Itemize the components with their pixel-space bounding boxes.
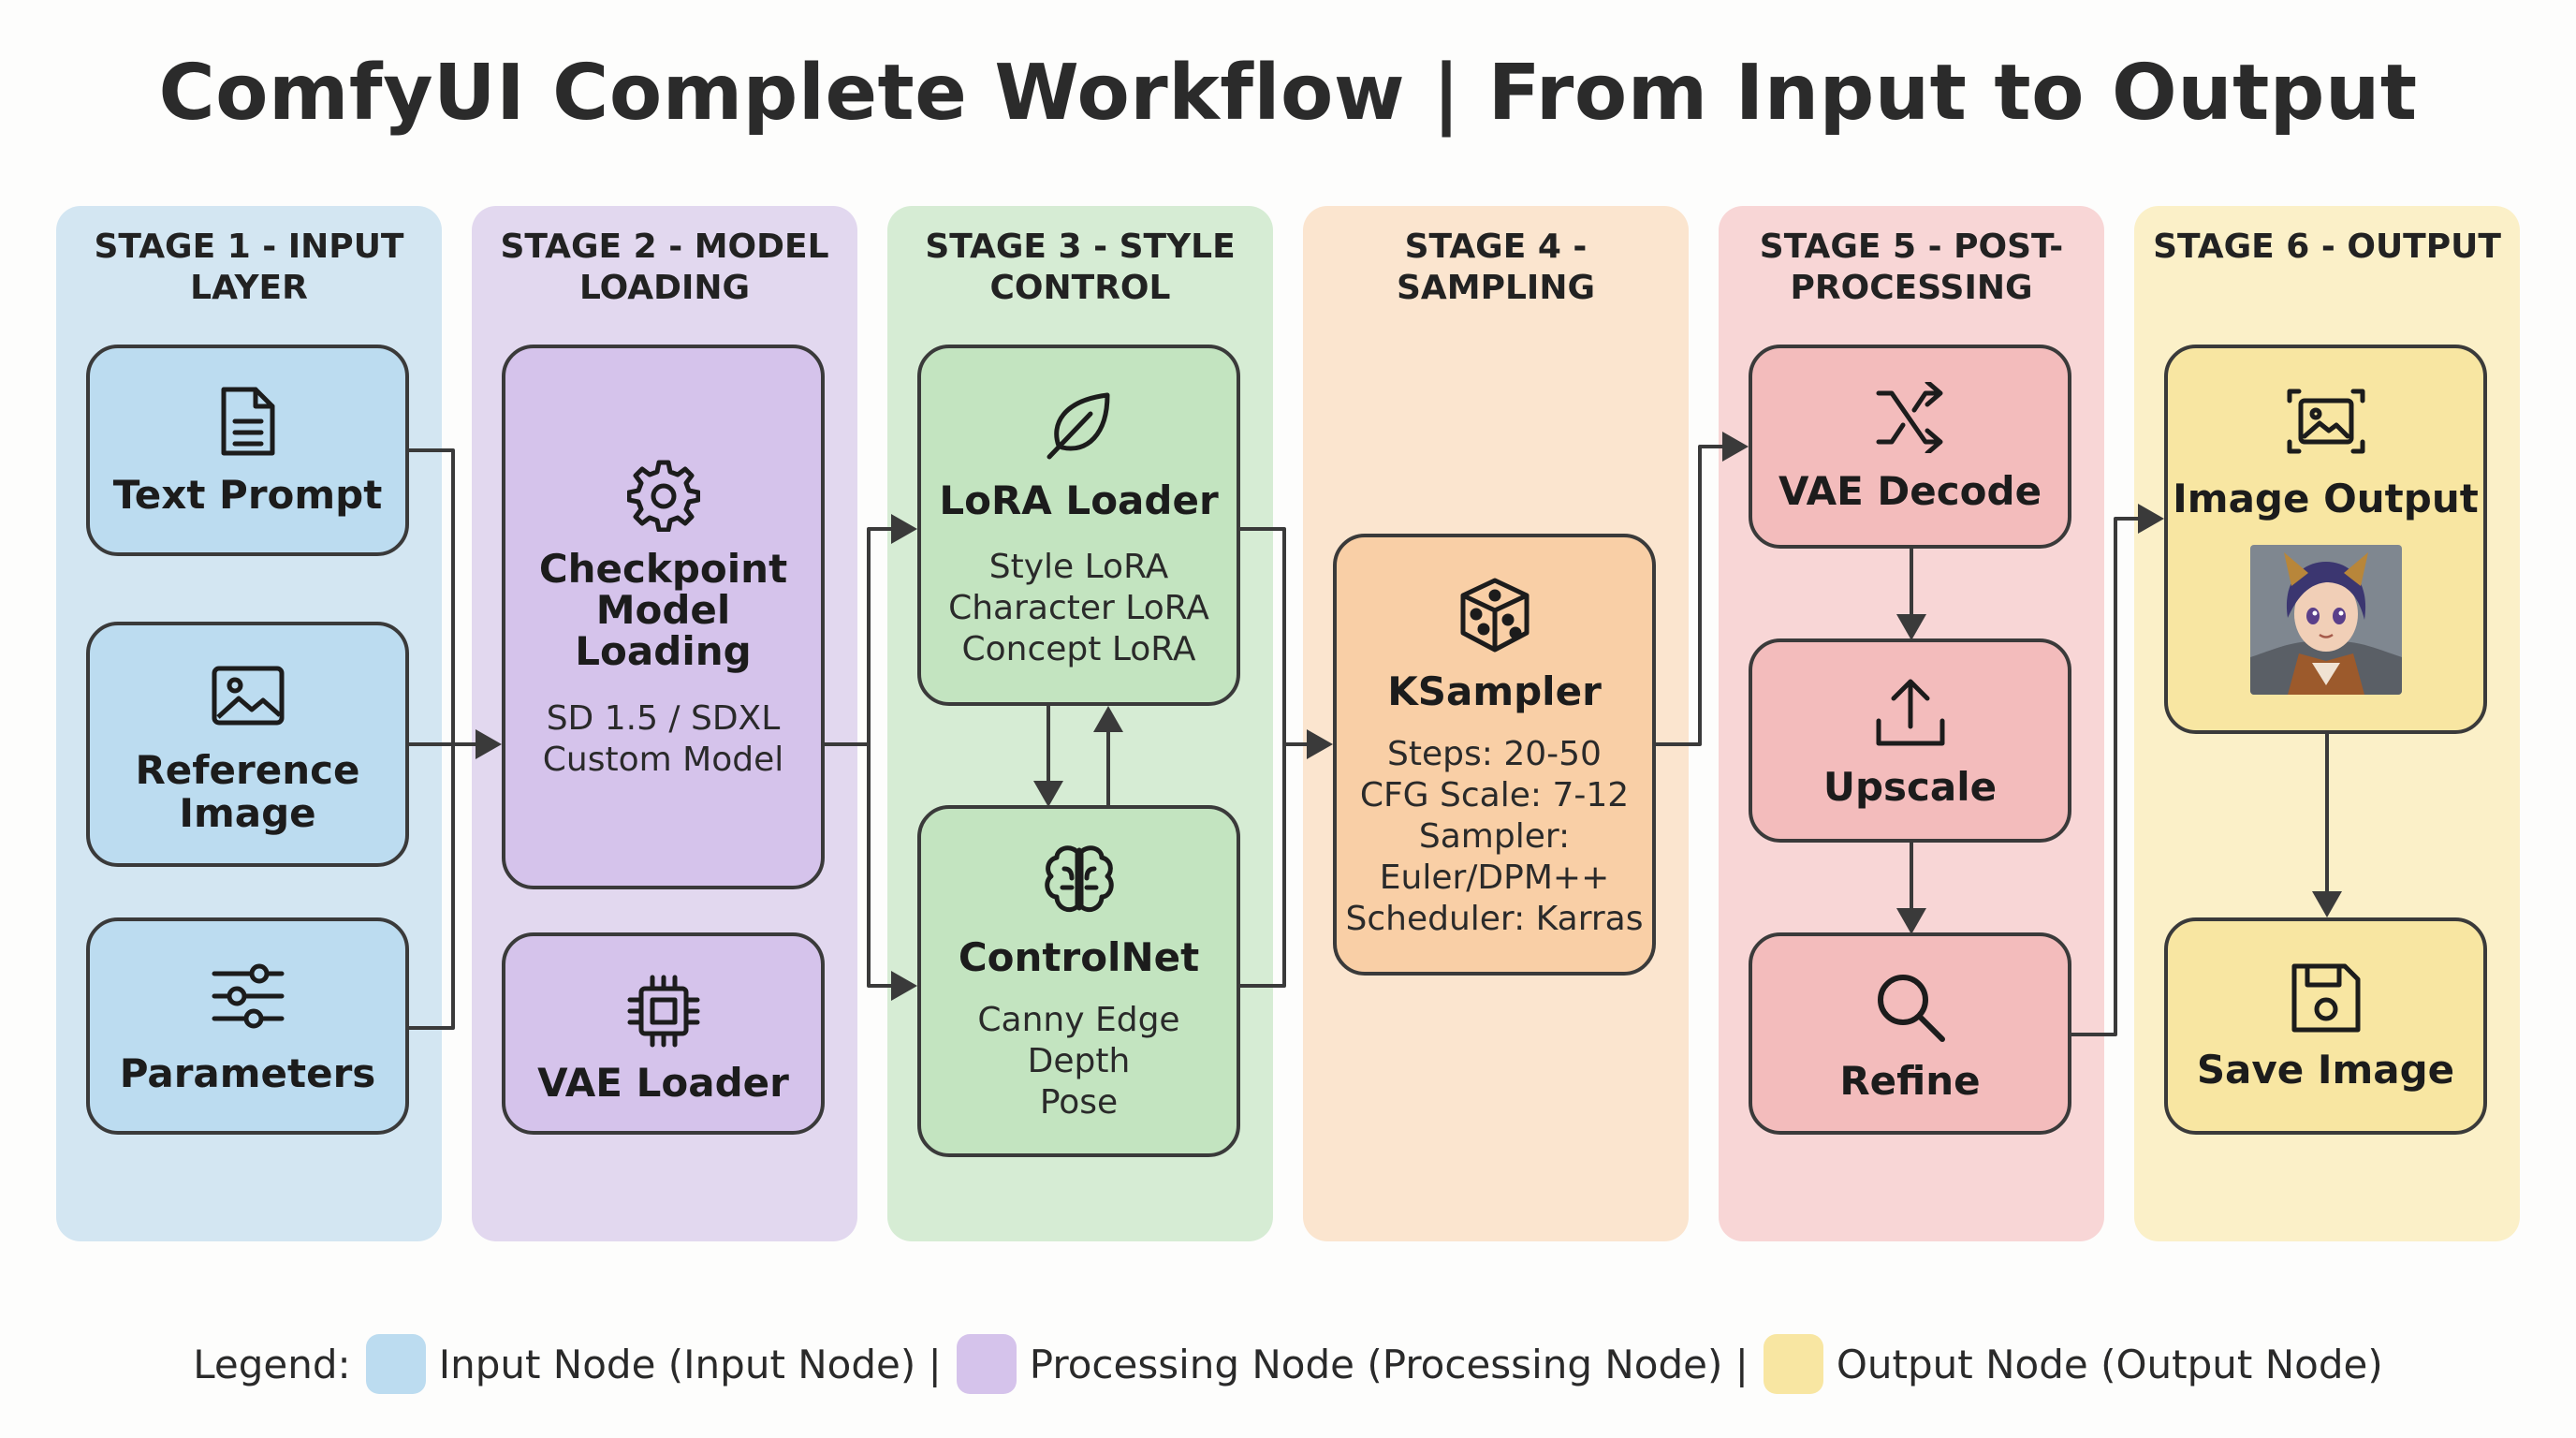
floppy-icon — [2291, 962, 2362, 1034]
controlnet-line-3: Pose — [1039, 1083, 1119, 1122]
search-icon — [1873, 970, 1948, 1045]
lora-line-1: Style LoRA — [988, 548, 1169, 586]
leaf-icon — [1042, 388, 1117, 462]
output-thumbnail — [2249, 545, 2402, 695]
image-output-node[interactable]: Image Output — [2164, 345, 2487, 734]
vae-decode-title: VAE Decode — [1778, 468, 2042, 514]
connector-controlnet-out — [1238, 744, 1286, 988]
gear-icon — [626, 459, 700, 532]
controlnet-title: ControlNet — [958, 934, 1200, 980]
checkpoint-model-loading-node[interactable]: Checkpoint Model Loading SD 1.5 / SDXL C… — [502, 345, 825, 889]
ksampler-line-1: Steps: 20-50 — [1387, 735, 1602, 773]
connector-to-vae-decode — [1654, 432, 1749, 746]
refine-title: Refine — [1839, 1058, 1981, 1104]
ksampler-line-5: Scheduler: Karras — [1345, 900, 1644, 938]
reference-image-title: Reference Image — [135, 747, 360, 836]
chip-icon — [626, 974, 701, 1049]
brain-icon — [1042, 844, 1117, 916]
connector-text-prompt — [407, 448, 455, 744]
lora-loader-title: LoRA Loader — [939, 477, 1219, 523]
connector-to-image-output — [2070, 504, 2164, 1036]
connector-to-controlnet — [867, 744, 917, 1001]
connector-lora-out — [1238, 527, 1286, 744]
stage-1-header: STAGE 1 - INPUT LAYER — [94, 227, 404, 307]
legend-processing-swatch — [956, 1334, 1017, 1394]
save-image-node[interactable]: Save Image — [2164, 917, 2487, 1135]
lora-line-3: Concept LoRA — [961, 630, 1196, 668]
shuffle-icon — [1873, 382, 1948, 453]
stage-3-header: STAGE 3 - STYLE CONTROL — [925, 227, 1236, 307]
sliders-icon — [211, 962, 285, 1030]
checkpoint-title: Checkpoint Model Loading — [538, 546, 788, 674]
text-prompt-title: Text Prompt — [112, 472, 383, 518]
document-icon — [218, 386, 278, 457]
legend-output-swatch — [1763, 1334, 1823, 1394]
upscale-node[interactable]: Upscale — [1749, 638, 2071, 843]
controlnet-line-2: Depth — [1027, 1042, 1131, 1080]
legend-input-swatch — [365, 1334, 426, 1394]
legend-prefix: Legend: — [193, 1341, 351, 1387]
connector-parameters — [407, 744, 455, 1030]
reference-image-node[interactable]: Reference Image — [86, 622, 409, 867]
checkpoint-line-1: SD 1.5 / SDXL — [546, 699, 781, 738]
controlnet-line-1: Canny Edge — [977, 1001, 1180, 1039]
checkpoint-line-2: Custom Model — [542, 741, 784, 779]
save-image-title: Save Image — [2196, 1047, 2455, 1093]
upload-icon — [1873, 678, 1948, 749]
lora-loader-node[interactable]: LoRA Loader Style LoRA Character LoRA Co… — [917, 345, 1240, 706]
lora-line-2: Character LoRA — [948, 589, 1209, 627]
dice-icon — [1457, 577, 1532, 653]
vae-loader-title: VAE Loader — [537, 1060, 789, 1106]
vae-loader-node[interactable]: VAE Loader — [502, 932, 825, 1135]
ksampler-line-2: CFG Scale: 7-12 — [1359, 776, 1630, 814]
ksampler-node[interactable]: KSampler Steps: 20-50 CFG Scale: 7-12 Sa… — [1333, 534, 1656, 976]
controlnet-node[interactable]: ControlNet Canny Edge Depth Pose — [917, 805, 1240, 1157]
upscale-title: Upscale — [1822, 764, 1998, 810]
image-frame-icon — [2286, 388, 2366, 455]
stage-6-header: STAGE 6 - OUTPUT — [2153, 227, 2501, 266]
parameters-node[interactable]: Parameters — [86, 917, 409, 1135]
legend-input-label: Input Node (Input Node) | — [438, 1341, 942, 1387]
ksampler-line-4: Euler/DPM++ — [1379, 858, 1610, 897]
refine-node[interactable]: Refine — [1749, 932, 2071, 1135]
image-icon — [211, 665, 285, 726]
connector-to-lora — [867, 514, 917, 744]
image-output-title: Image Output — [2173, 476, 2479, 521]
parameters-title: Parameters — [119, 1050, 376, 1096]
stage-5-header: STAGE 5 - POST- PROCESSING — [1759, 227, 2064, 307]
stage-2-header: STAGE 2 - MODEL LOADING — [500, 227, 829, 307]
ksampler-title: KSampler — [1387, 668, 1602, 714]
legend-output-label: Output Node (Output Node) — [1836, 1341, 2383, 1387]
legend: Legend: Input Node (Input Node) | Proces… — [0, 1334, 2576, 1394]
ksampler-line-3: Sampler: — [1418, 817, 1571, 856]
stage-4-header: STAGE 4 - SAMPLING — [1396, 227, 1595, 307]
page-title: ComfyUI Complete Workflow | From Input t… — [158, 49, 2418, 138]
vae-decode-node[interactable]: VAE Decode — [1749, 345, 2071, 549]
legend-processing-label: Processing Node (Processing Node) | — [1029, 1341, 1749, 1387]
text-prompt-node[interactable]: Text Prompt — [86, 345, 409, 556]
